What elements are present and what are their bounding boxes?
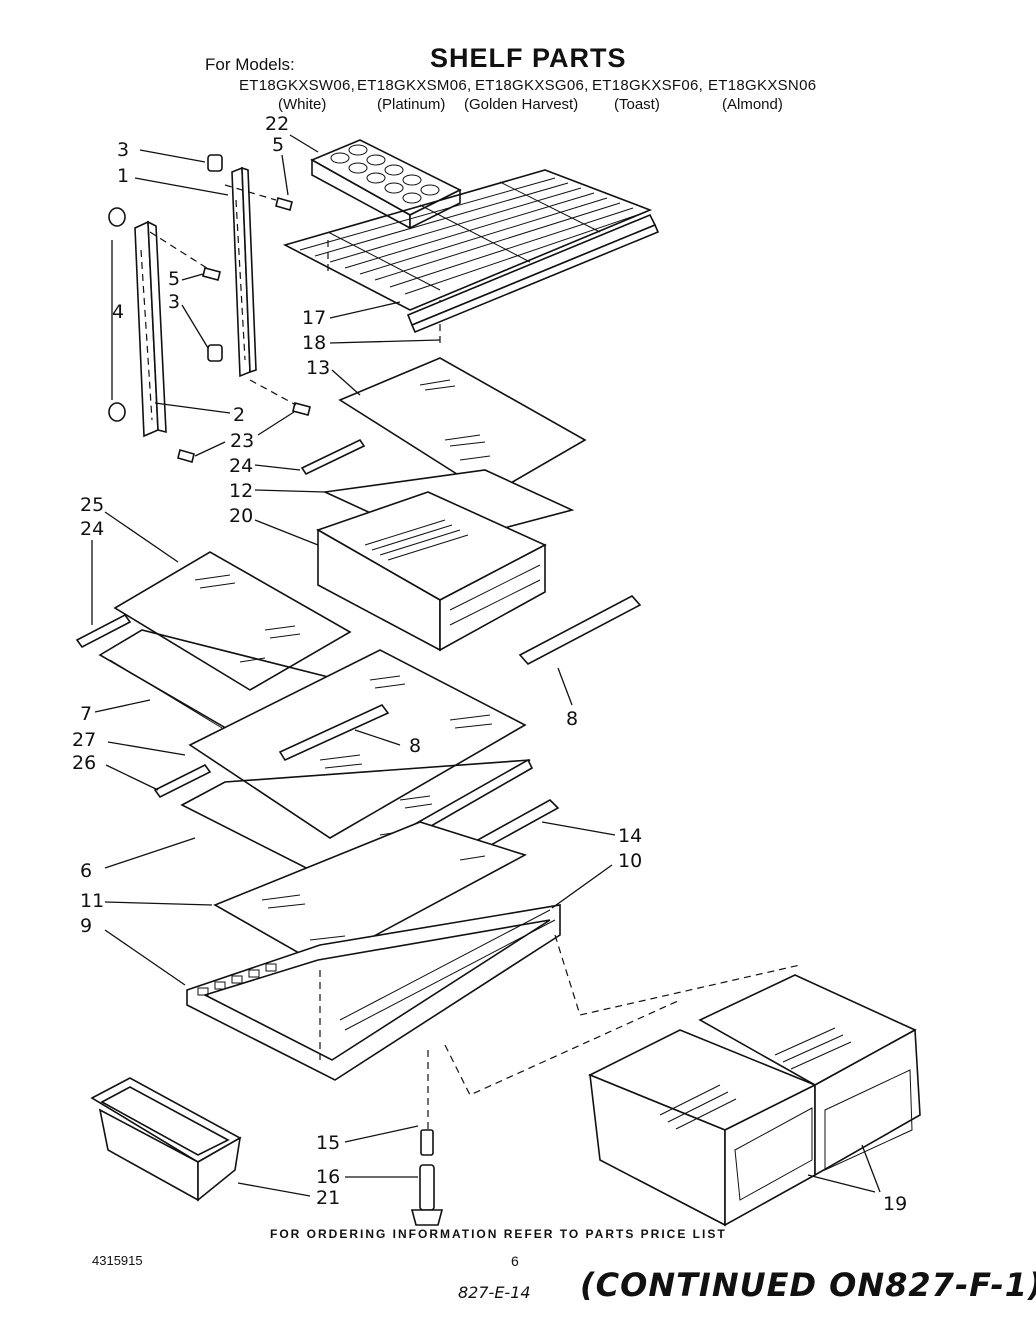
callout-23: 23 — [230, 430, 255, 452]
callout-10: 10 — [618, 850, 643, 872]
crisper-cover-frame-9 — [186, 904, 801, 1130]
document-number: 4315915 — [92, 1253, 143, 1268]
callout-11: 11 — [80, 890, 105, 912]
callout-9: 9 — [80, 915, 93, 937]
model-number: ET18GKXSF06, — [592, 77, 704, 94]
for-models-label: For Models: — [205, 55, 295, 74]
ordering-note: FOR ORDERING INFORMATION REFER TO PARTS … — [270, 1227, 727, 1241]
glass-shelf-13 — [300, 357, 587, 496]
brackets-and-screws — [108, 154, 311, 463]
crisper-drawers-19 — [588, 974, 921, 1227]
model-number: ET18GKXSG06, — [475, 77, 589, 94]
callout-19: 19 — [883, 1193, 908, 1215]
dairy-bin-21 — [90, 1077, 242, 1202]
callout-25: 25 — [80, 494, 105, 516]
callout-27: 27 — [72, 729, 97, 751]
callout-13: 13 — [306, 357, 331, 379]
callout-18: 18 — [302, 332, 327, 354]
callout-3: 3 — [117, 139, 130, 161]
callout-26: 26 — [72, 752, 97, 774]
glass-shelf-25 — [75, 551, 352, 691]
model-number: ET18GKXSW06, — [239, 77, 356, 94]
model-color: (White) — [278, 96, 327, 113]
callout-14: 14 — [618, 825, 643, 847]
callout-5: 5 — [272, 134, 285, 156]
callout-7: 7 — [80, 703, 93, 725]
leader-lines — [91, 134, 881, 1197]
handwritten-reference: 827-E-14 — [458, 1283, 531, 1302]
callout-22: 22 — [265, 113, 290, 135]
model-number: ET18GKXSM06, — [357, 77, 472, 94]
callout-1: 1 — [117, 165, 130, 187]
model-color: (Platinum) — [377, 96, 446, 113]
callout-15: 15 — [316, 1132, 341, 1154]
callout-4: 4 — [112, 301, 125, 323]
callout-24: 24 — [80, 518, 105, 540]
glass-shelf-27 — [188, 649, 527, 839]
continued-note: (CONTINUED ON827-F-1) — [580, 1266, 1036, 1304]
callout-8: 8 — [409, 735, 422, 757]
callout-12: 12 — [229, 480, 254, 502]
ice-tray — [310, 139, 462, 230]
callout-3: 3 — [168, 291, 181, 313]
callout-20: 20 — [229, 505, 254, 527]
model-color: (Almond) — [722, 96, 783, 113]
callout-21: 21 — [316, 1187, 341, 1209]
callout-5: 5 — [168, 268, 181, 290]
model-number: ET18GKXSN06 — [708, 77, 817, 94]
callout-2: 2 — [233, 404, 246, 426]
callout-16: 16 — [316, 1166, 341, 1188]
rail-8-right — [518, 595, 642, 665]
ladder-1 — [231, 166, 257, 378]
page-title: SHELF PARTS — [430, 43, 627, 73]
meat-pan-20 — [316, 469, 575, 652]
model-color: (Golden Harvest) — [464, 96, 579, 113]
callout-8: 8 — [566, 708, 579, 730]
wire-shelf — [282, 169, 653, 345]
page-number: 6 — [511, 1253, 519, 1269]
model-color: (Toast) — [614, 96, 660, 113]
callout-6: 6 — [80, 860, 93, 882]
shelf-rail-18 — [406, 213, 660, 334]
support-stud — [410, 1129, 444, 1226]
callout-24: 24 — [229, 455, 254, 477]
ladder-2 — [134, 220, 167, 438]
callout-17: 17 — [302, 307, 327, 329]
